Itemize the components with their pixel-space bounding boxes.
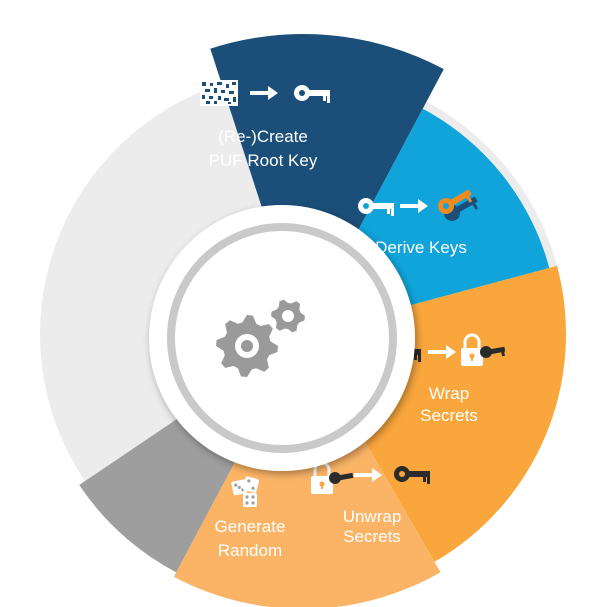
- segment-label-line-2: PUF Root Key: [209, 151, 318, 170]
- dice-icon: [231, 476, 260, 507]
- hub-ring: [167, 223, 397, 453]
- segment-generate-random: Generate Random: [215, 476, 286, 560]
- segment-label-line-1: Unwrap: [343, 507, 402, 526]
- segment-label-line-1: Wrap: [429, 384, 469, 403]
- wedge-unwrap: [173, 334, 441, 607]
- segment-label-line-2: Secrets: [343, 527, 401, 546]
- segment-wrap-secrets: Wrap Secrets: [385, 333, 506, 425]
- segment-label-line-2: Random: [218, 541, 282, 560]
- gears-icon: [216, 299, 305, 377]
- wedge-recreate: [210, 34, 444, 335]
- segment-recreate-root-key: (Re-)Create PUF Root Key: [200, 80, 330, 170]
- segment-label-line-1: Derive Keys: [375, 238, 467, 257]
- orange-keys-icon: [438, 189, 479, 221]
- segment-label-line-1: (Re-)Create: [218, 127, 308, 146]
- segment-derive-keys: Derive Keys: [358, 189, 479, 257]
- segment-label-line-2: Secrets: [420, 406, 478, 425]
- padlock-with-key-icon: [309, 461, 354, 496]
- padlock-with-key-icon: [459, 333, 506, 368]
- segment-label-line-1: Generate: [215, 517, 286, 536]
- center-hub: [149, 205, 415, 471]
- noise-pattern-to-key-icon: [200, 80, 238, 106]
- segment-unwrap-secrets: Unwrap Secrets: [309, 461, 430, 546]
